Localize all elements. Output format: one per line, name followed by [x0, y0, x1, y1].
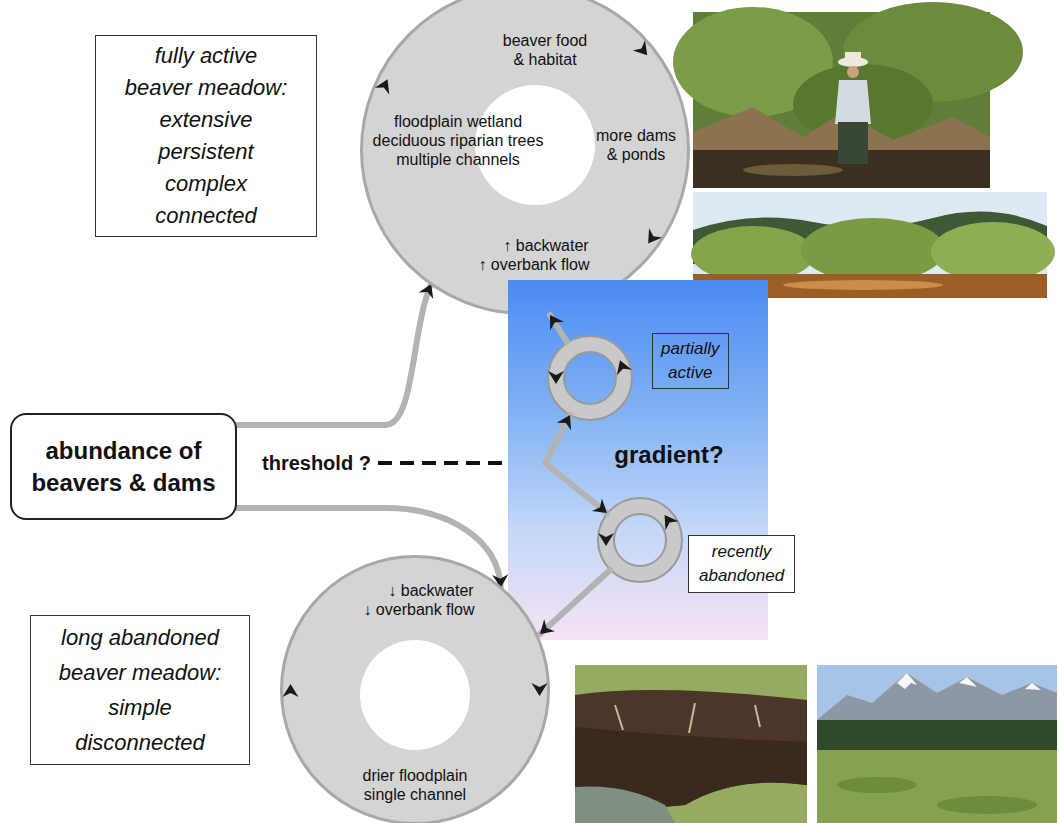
state-traits: extensive persistent complex connected — [155, 104, 257, 232]
loop-arrow — [658, 510, 679, 530]
loop-label: floodplain wetland deciduous riparian tr… — [368, 112, 548, 169]
loop-arrow — [283, 684, 299, 697]
stream-photo — [838, 122, 868, 164]
loop-arrow — [642, 228, 663, 248]
state-traits: simple disconnected — [75, 690, 205, 760]
text-anchor: gradient? — [614, 441, 723, 469]
loop-label: drier floodplain single channel — [359, 766, 471, 804]
loop-band — [362, 0, 689, 314]
threshold-line — [378, 461, 505, 465]
meadow-photo — [1025, 683, 1041, 690]
willow-photo — [931, 222, 1055, 282]
transition-line — [540, 315, 610, 634]
willow-photo — [801, 218, 945, 282]
stream-photo — [847, 66, 859, 78]
driver-box: abundance of beavers & dams — [10, 413, 237, 520]
meadow-photo — [817, 720, 1057, 750]
feedback-loop: beaver food & habitat more dams & ponds ↑ … — [360, 0, 690, 315]
text-anchor: drier floodplain single channel — [359, 766, 471, 804]
small-loop — [548, 336, 632, 420]
loop-label: more dams & ponds — [592, 126, 680, 164]
meadow-photo — [837, 777, 917, 793]
eroded-bank-photo — [615, 703, 760, 733]
loop-arrow — [375, 76, 395, 95]
state-label-box: recently abandoned — [688, 535, 795, 593]
text-anchor: threshold ? — [262, 451, 371, 475]
text-anchor: floodplain wetland deciduous riparian tr… — [368, 112, 548, 169]
stream-photo — [673, 2, 1023, 188]
stream-photo — [743, 164, 843, 176]
stream-photo — [835, 80, 871, 124]
stream-photo — [838, 57, 868, 67]
transition-line — [545, 463, 607, 513]
meadow-photo — [817, 665, 1057, 823]
state-heading: long abandoned beaver meadow: — [53, 620, 228, 690]
loop-rim — [282, 557, 549, 823]
loop-arrow — [612, 358, 631, 376]
text-anchor: beaver food & habitat — [500, 31, 590, 69]
willow-photo — [691, 226, 815, 282]
meadow-photo — [959, 677, 977, 687]
driver-label: abundance of beavers & dams — [24, 435, 224, 499]
loop-arrow — [532, 683, 548, 696]
willow-photo — [783, 280, 943, 290]
eroded-bank-photo — [575, 786, 675, 823]
loop-label: ↓ backwater ↓ overbank flow — [361, 581, 477, 619]
state-label: recently abandoned — [699, 540, 784, 588]
meadow-photo — [817, 750, 1057, 823]
feedback-arrow — [237, 284, 431, 425]
state-label: partially active — [661, 337, 720, 385]
loop-label: ↑ backwater ↑ overbank flow — [476, 236, 592, 274]
state-heading: fully active beaver meadow: — [121, 40, 291, 104]
state-box: long abandoned beaver meadow:simple disc… — [30, 615, 250, 765]
feedback-loop: ↓ backwater ↓ overbank flow drier floodpl… — [280, 555, 550, 823]
loop-arrow — [598, 533, 614, 546]
text-anchor: ↓ backwater ↓ overbank flow — [367, 581, 483, 619]
transition-line — [545, 415, 570, 463]
threshold-label: threshold ? — [262, 451, 371, 475]
band-label: gradient? — [614, 441, 723, 469]
eroded-bank-photo — [575, 665, 807, 823]
loop-band — [282, 557, 549, 823]
transition-line — [550, 315, 567, 342]
transition-line — [540, 570, 610, 634]
text-anchor: more dams & ponds — [592, 126, 680, 164]
text-anchor: ↑ backwater ↑ overbank flow — [482, 236, 598, 274]
meadow-photo — [937, 796, 1037, 814]
eroded-bank-photo — [575, 665, 807, 823]
loop-label: beaver food & habitat — [500, 31, 590, 69]
state-label-box: partially active — [652, 333, 729, 389]
loop-arrow — [633, 40, 654, 60]
loop-arrow — [548, 371, 564, 384]
loop-rim — [362, 0, 689, 314]
meadow-photo — [897, 673, 917, 689]
state-box: fully active beaver meadow:extensive per… — [95, 35, 317, 237]
